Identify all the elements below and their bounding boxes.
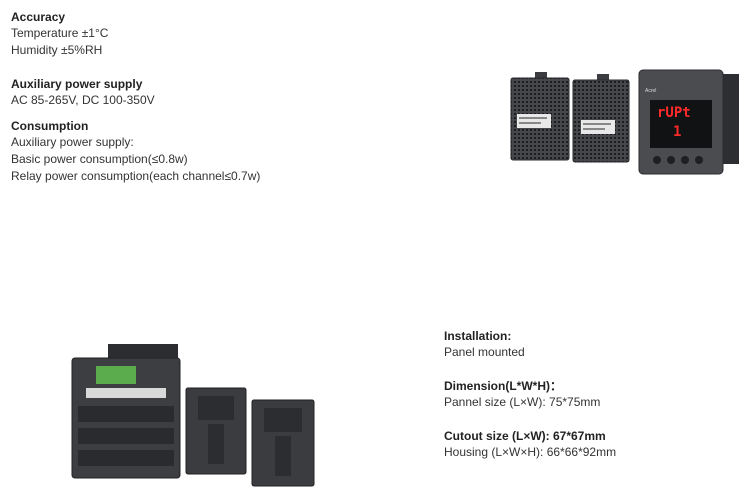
sensor-module-1 (510, 72, 570, 161)
brand-label: Acrel (645, 88, 656, 94)
spacer (444, 361, 744, 378)
spec-line: Relay power consumption(each channel≤0.7… (11, 169, 261, 183)
spec-heading-cutout: Cutout size (L×W): 67*67mm (444, 429, 606, 443)
product-photo-rear (71, 344, 315, 487)
specs-right: Installation: Panel mounted Dimension(L*… (444, 328, 744, 461)
spec-line: Humidity ±5%RH (11, 43, 103, 57)
spec-installation: Installation: Panel mounted (444, 328, 744, 361)
sensor-module-rear-2 (251, 399, 315, 487)
display-top-row: rUPt (657, 105, 691, 121)
spec-line: Basic power consumption(≤0.8w) (11, 152, 188, 166)
spec-dimension: Dimension(L*W*H)： Pannel size (L×W): 75*… (444, 378, 744, 411)
spec-line: Pannel size (L×W): 75*75mm (444, 395, 601, 409)
controller-unit: rUPt 1 Acrel (638, 69, 739, 175)
display-bottom-row: 1 (673, 124, 681, 140)
spec-cutout: Cutout size (L×W): 67*67mm Housing (L×W×… (444, 428, 744, 461)
spec-heading-dimension: Dimension(L*W*H)： (444, 379, 562, 393)
spec-heading-accuracy: Accuracy (11, 10, 66, 24)
spec-line: AC 85-265V, DC 100-350V (11, 93, 155, 107)
spec-aux-power: Auxiliary power supply AC 85-265V, DC 10… (11, 76, 311, 109)
spec-heading-installation: Installation: (444, 329, 512, 343)
spacer (444, 411, 744, 428)
spec-line: Panel mounted (444, 345, 525, 359)
spec-accuracy: Accuracy Temperature ±1°C Humidity ±5%RH (11, 9, 311, 59)
spec-line: Auxiliary power supply: (11, 135, 134, 149)
sensor-module-rear-1 (185, 387, 247, 475)
spacer (11, 59, 311, 76)
sensor-module-2 (572, 74, 630, 163)
spec-line: Housing (L×W×H): 66*66*92mm (444, 445, 617, 459)
product-photo-front: rUPt 1 Acrel (510, 69, 739, 175)
spec-consumption: Consumption Auxiliary power supply: Basi… (11, 118, 311, 185)
controller-rear (71, 344, 181, 479)
specs-left: Accuracy Temperature ±1°C Humidity ±5%RH… (11, 9, 311, 185)
spec-heading-aux-power: Auxiliary power supply (11, 77, 143, 91)
spec-line: Temperature ±1°C (11, 26, 109, 40)
spacer (11, 109, 311, 118)
spec-heading-consumption: Consumption (11, 119, 89, 133)
